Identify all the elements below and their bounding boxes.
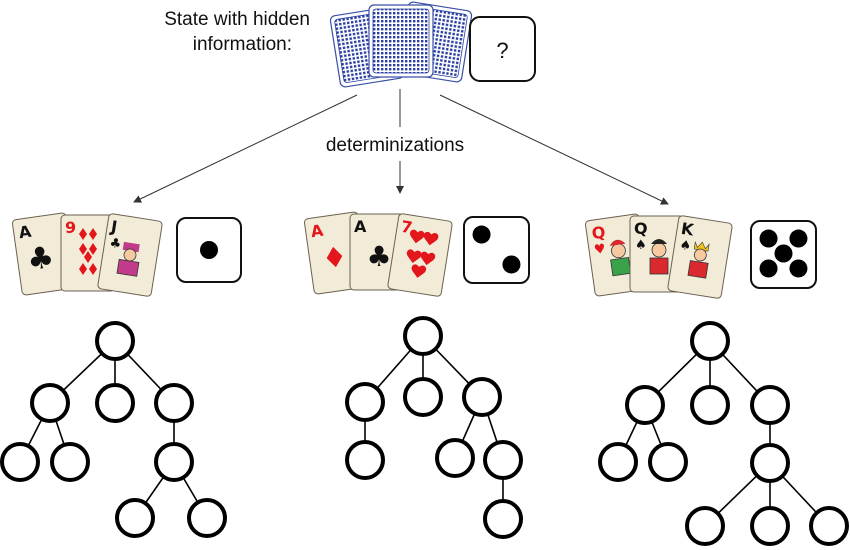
determinization-1: A ♣ 9 J ♣ (11, 212, 242, 297)
die-pip (774, 244, 793, 263)
unknown-symbol: ? (496, 38, 508, 63)
tree-node (462, 377, 502, 417)
tree-node (187, 498, 227, 538)
hand-3: Q ♥ Q ♠ K ♠ (584, 213, 733, 299)
card-1-3: J ♣ (97, 213, 163, 297)
tree-node (50, 442, 90, 482)
determinizations-label: determinizations (326, 135, 464, 156)
card-rank: A (17, 222, 33, 243)
card-rank: Q (590, 222, 606, 243)
arrow-right (439, 94, 669, 205)
card-rank: Q (634, 219, 648, 238)
tree-node (403, 377, 443, 417)
tree-node (690, 385, 730, 425)
tree-node (403, 316, 443, 356)
search-tree-1 (0, 321, 227, 538)
card-3-3: K ♠ (667, 215, 733, 299)
die-pips (759, 229, 808, 278)
king-face-icon (687, 240, 710, 279)
tree-node (115, 498, 155, 538)
determinization-3: Q ♥ Q ♠ K ♠ (584, 213, 817, 299)
spade-suit-icon: ♠ (678, 238, 692, 255)
tree-node (154, 442, 194, 482)
card-2-3: 7 (387, 213, 453, 297)
die-pip (759, 229, 778, 248)
card-rank: A (309, 221, 325, 242)
club-suit-icon: ♣ (366, 240, 391, 273)
club-suit-icon: ♣ (25, 240, 57, 278)
tree-node (750, 443, 790, 483)
tree-node (750, 506, 790, 546)
tree-node (598, 442, 638, 482)
die-1 (176, 217, 242, 283)
unknown-die: ? (469, 16, 536, 82)
tree-node (625, 385, 665, 425)
tree-node (685, 506, 725, 546)
die-pips (472, 225, 521, 274)
tree-node (690, 321, 730, 361)
tree-node (345, 382, 385, 422)
hidden-card-backs (329, 1, 473, 88)
tree-node (483, 499, 523, 539)
card-rank: J (109, 217, 119, 237)
die-pip (789, 229, 808, 248)
die-3 (750, 220, 817, 289)
diamond-suit-icon (79, 228, 97, 275)
card-rank: K (680, 219, 696, 240)
club-suit-icon: ♣ (108, 236, 122, 253)
jack-face-icon (116, 241, 140, 277)
tree-node (345, 440, 385, 480)
spade-suit-icon: ♠ (635, 238, 647, 253)
queen-face-icon (649, 239, 669, 275)
heart-suit-icon: ♥ (593, 242, 607, 258)
die-pips (200, 241, 218, 259)
search-tree-3 (598, 321, 849, 546)
tree-node (483, 440, 523, 480)
diamond-suit-icon: ♦ (320, 240, 349, 276)
arrow-left (133, 94, 358, 203)
search-tree-2 (345, 316, 523, 539)
hand-1: A ♣ 9 J ♣ (11, 212, 163, 297)
tree-node (648, 442, 688, 482)
card-rank: 9 (65, 218, 76, 237)
hidden-state-label-line2: information: (193, 34, 292, 55)
tree-node (0, 442, 40, 482)
hidden-state-label-line1: State with hidden (164, 9, 310, 30)
die-pip (472, 225, 491, 244)
die-pip (200, 241, 218, 259)
tree-node (435, 438, 475, 478)
tree-node (809, 506, 849, 546)
tree-node (154, 383, 194, 423)
die-pip (789, 259, 808, 278)
determinization-2: A ♦ A ♣ 7 (303, 211, 530, 297)
queen-face-icon (609, 239, 632, 277)
heart-suit-icon (406, 229, 439, 278)
die-pip (502, 255, 521, 274)
tree-node (95, 321, 135, 361)
tree-node (750, 385, 790, 425)
tree-node (30, 383, 70, 423)
card-rank: A (354, 217, 367, 236)
card-1-1: A ♣ (11, 212, 77, 296)
tree-node (95, 383, 135, 423)
hand-2: A ♦ A ♣ 7 (303, 211, 453, 297)
card-back-middle (368, 4, 434, 78)
die-2 (463, 216, 530, 284)
die-pip (759, 259, 778, 278)
